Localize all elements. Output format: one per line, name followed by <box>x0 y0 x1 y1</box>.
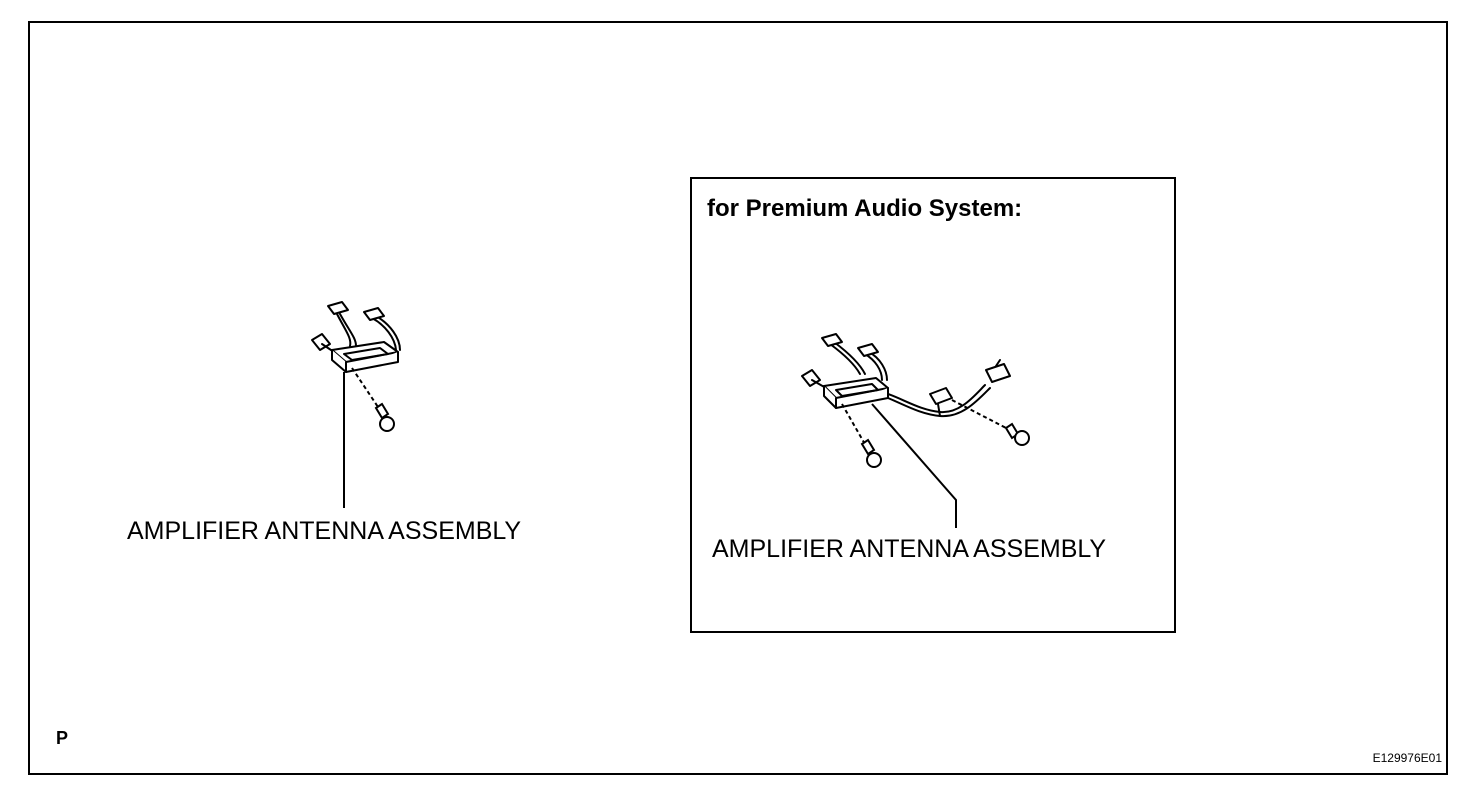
diagram-frame <box>28 21 1448 775</box>
part-label-amplifier-antenna-assembly: AMPLIFIER ANTENNA ASSEMBLY <box>127 517 522 545</box>
figure-id: E129976E01 <box>1372 751 1442 765</box>
leader-line <box>871 403 957 528</box>
premium-audio-heading: for Premium Audio System: <box>707 195 1023 222</box>
amplifier-antenna-assembly-standard <box>311 301 401 373</box>
part-label-amplifier-antenna-assembly-premium: AMPLIFIER ANTENNA ASSEMBLY <box>712 535 1107 563</box>
mounting-screw <box>351 367 395 432</box>
mounting-screw <box>951 399 1030 446</box>
mounting-screw <box>841 403 882 468</box>
view-letter: P <box>56 728 69 748</box>
amplifier-antenna-assembly-premium <box>801 333 1011 418</box>
premium-audio-inset-box <box>690 177 1176 633</box>
